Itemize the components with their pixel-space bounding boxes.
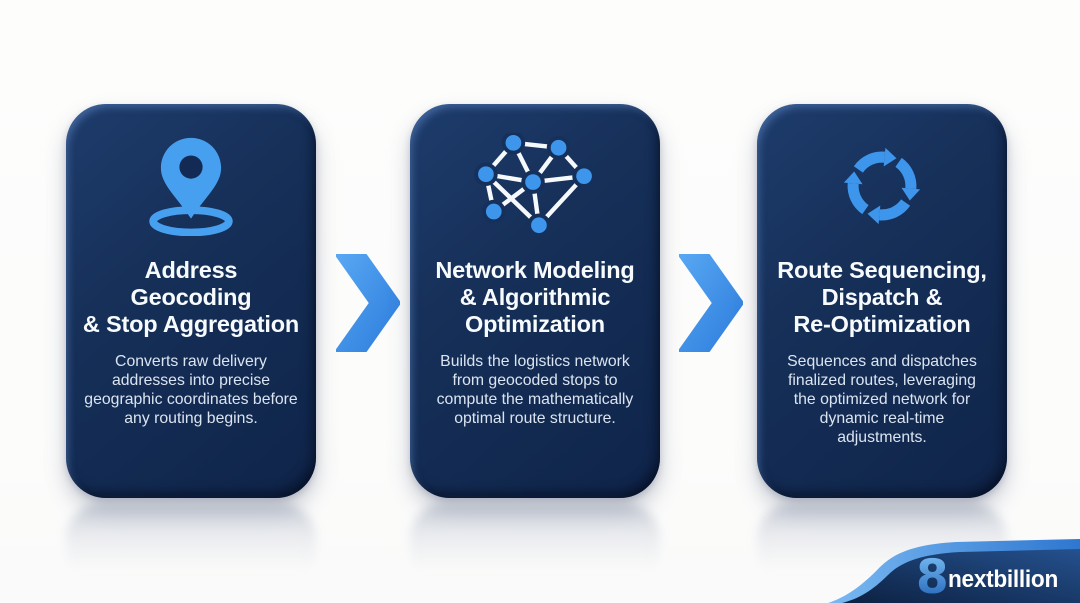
step-desc-line: geographic coordinates before bbox=[84, 391, 298, 408]
location-pin-icon bbox=[66, 134, 316, 238]
step-title-line: Optimization bbox=[465, 311, 605, 337]
chevron-right-icon bbox=[335, 253, 401, 353]
step-title-line: Address bbox=[144, 257, 238, 283]
step-desc-line: dynamic real-time bbox=[819, 410, 945, 427]
cycle-arrows-icon bbox=[757, 134, 1007, 238]
step-title-line: Dispatch & bbox=[821, 284, 943, 310]
step-description: Converts raw delivery addresses into pre… bbox=[74, 352, 308, 428]
step-desc-line: addresses into precise bbox=[111, 372, 271, 389]
step-desc-line: adjustments. bbox=[837, 429, 927, 446]
step-desc-line: compute the mathematically bbox=[436, 391, 634, 408]
step-desc-line: optimal route structure. bbox=[454, 410, 616, 427]
step-title: Network Modeling & Algorithmic Optimizat… bbox=[415, 257, 655, 338]
step-title-line: & Algorithmic bbox=[459, 284, 611, 310]
step-title-line: Re-Optimization bbox=[793, 311, 971, 337]
step-title-line: Geocoding bbox=[130, 284, 252, 310]
card-reflection bbox=[66, 503, 316, 591]
step-desc-line: finalized routes, leveraging bbox=[788, 372, 976, 389]
step-desc-line: Builds the logistics network bbox=[440, 353, 630, 370]
step-title-line: Network Modeling bbox=[435, 257, 635, 283]
step-title-line: Route Sequencing, bbox=[777, 257, 987, 283]
step-desc-line: the optimized network for bbox=[793, 391, 971, 408]
brand-name: nextbillion bbox=[948, 566, 1058, 593]
step-description: Sequences and dispatches finalized route… bbox=[765, 352, 999, 447]
card-reflection bbox=[410, 503, 660, 591]
step-card-geocoding: Address Geocoding & Stop Aggregation Con… bbox=[66, 104, 316, 498]
chevron-right-icon bbox=[678, 253, 744, 353]
brand-banner: 8 nextbillion bbox=[820, 530, 1080, 603]
banner-body bbox=[842, 549, 1080, 603]
step-description: Builds the logistics network from geocod… bbox=[418, 352, 652, 428]
step-desc-line: Sequences and dispatches bbox=[787, 353, 977, 370]
step-title-line: & Stop Aggregation bbox=[82, 311, 300, 337]
step-card-dispatch: Route Sequencing, Dispatch & Re-Optimiza… bbox=[757, 104, 1007, 498]
figure-eight-logo-icon: 8 bbox=[916, 550, 949, 603]
network-graph-icon bbox=[410, 133, 660, 238]
step-title: Route Sequencing, Dispatch & Re-Optimiza… bbox=[762, 257, 1002, 338]
step-title: Address Geocoding & Stop Aggregation bbox=[71, 257, 311, 338]
step-desc-line: Converts raw delivery bbox=[115, 353, 267, 370]
step-desc-line: any routing begins. bbox=[124, 410, 258, 427]
step-card-network-modeling: Network Modeling & Algorithmic Optimizat… bbox=[410, 104, 660, 498]
step-desc-line: from geocoded stops to bbox=[452, 372, 618, 389]
